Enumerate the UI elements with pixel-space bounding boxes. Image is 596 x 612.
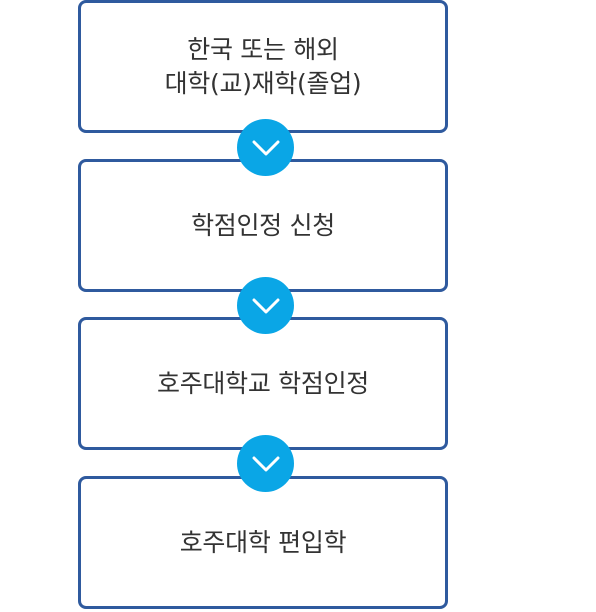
step-label-4: 호주대학 편입학 [179, 527, 347, 557]
chevron-down-icon [237, 119, 294, 176]
step-box-1: 한국 또는 해외 대학(교)재학(졸업) [78, 0, 448, 133]
step-box-4: 호주대학 편입학 [78, 476, 448, 609]
chevron-down-icon [237, 277, 294, 334]
step-label-3: 호주대학교 학점인정 [157, 368, 369, 398]
step-box-2: 학점인정 신청 [78, 159, 448, 292]
step-label-2: 학점인정 신청 [191, 210, 335, 240]
step-label-1: 한국 또는 해외 대학(교)재학(졸업) [164, 34, 362, 98]
step-box-3: 호주대학교 학점인정 [78, 317, 448, 450]
chevron-down-icon [237, 435, 294, 492]
